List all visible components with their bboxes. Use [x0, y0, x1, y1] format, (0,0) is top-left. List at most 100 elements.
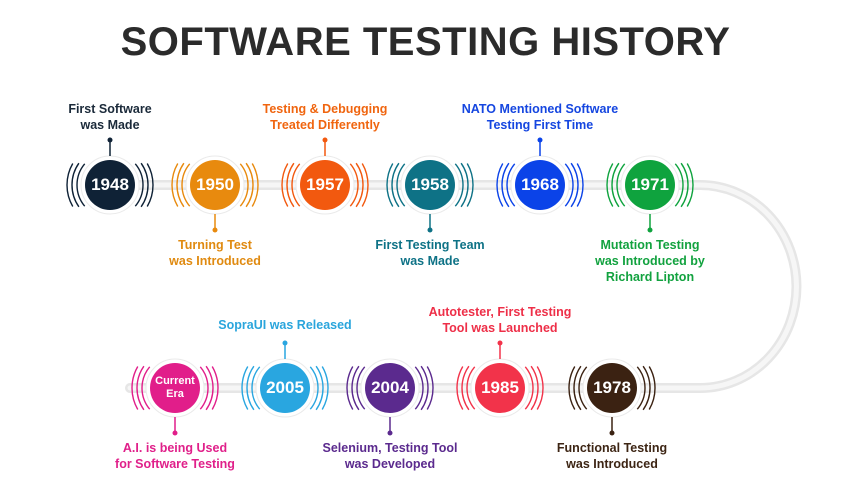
ring-arc	[241, 366, 249, 410]
ring-arc	[396, 163, 406, 207]
ring-arc	[420, 365, 429, 411]
event-label-line: NATO Mentioned Software	[461, 102, 619, 116]
ring-arc	[616, 163, 626, 207]
ring-arc	[454, 163, 464, 207]
ring-arc	[351, 365, 360, 411]
node-disc	[150, 363, 200, 413]
event-label-line: First Software	[68, 102, 152, 116]
node-disc	[587, 363, 637, 413]
event-label-line: Treated Differently	[270, 118, 380, 132]
ring-arc	[611, 162, 620, 208]
timeline-node-2004: 2004	[340, 338, 440, 438]
ring-arc	[76, 163, 86, 207]
ring-arc	[246, 365, 255, 411]
ring-arc	[134, 163, 144, 207]
connector-dot	[537, 137, 543, 143]
ring-arc	[536, 366, 544, 410]
node-year: Current Era	[155, 375, 195, 400]
page-title: SOFTWARE TESTING HISTORY	[120, 20, 731, 64]
connector-dot	[107, 137, 113, 143]
ring-arc	[356, 366, 366, 410]
node-circle	[568, 358, 656, 436]
ring-arc	[140, 162, 149, 208]
ring-arc	[501, 162, 510, 208]
ring-arc	[461, 365, 470, 411]
ring-arc	[530, 365, 539, 411]
event-label-line: was Made	[80, 118, 140, 132]
node-circle	[66, 137, 154, 215]
ring-arc	[564, 163, 574, 207]
event-label-line: for Software Testing	[115, 457, 235, 471]
connector-dot	[322, 137, 328, 143]
node-circle	[606, 155, 694, 233]
ring-arc	[346, 366, 354, 410]
ring-arc	[573, 365, 582, 411]
ring-arc	[414, 366, 424, 410]
node-circle	[281, 137, 369, 215]
node-disc	[190, 160, 240, 210]
connector-dot	[609, 430, 615, 436]
event-label: First Software was Made	[20, 101, 200, 133]
node-circle	[386, 155, 474, 233]
ring-arc	[648, 366, 656, 410]
event-label-line: Functional Testing	[556, 441, 668, 455]
timeline-node-1978: 1978	[562, 338, 662, 438]
node-circle	[131, 358, 219, 436]
event-label-line: was Made	[400, 254, 460, 268]
ring-arc	[176, 162, 185, 208]
node-year: 2005	[266, 378, 304, 397]
ring-arc	[239, 163, 249, 207]
ring-arc	[286, 162, 295, 208]
ring-arc	[466, 366, 476, 410]
ring-arc	[391, 162, 400, 208]
ring-arc	[171, 163, 179, 207]
node-year: 2004	[371, 378, 409, 397]
event-label-line: Tool was Launched	[442, 321, 558, 335]
ring-arc	[251, 163, 259, 207]
event-label-line: Testing First Time	[486, 118, 594, 132]
event-label-line: was Developed	[344, 457, 436, 471]
ring-arc	[199, 366, 209, 410]
ring-arc	[568, 366, 576, 410]
event-label-line: Turning Test	[178, 238, 252, 252]
ring-arc	[141, 366, 151, 410]
ring-arc	[245, 162, 254, 208]
event-label-line: Autotester, First Testing	[428, 305, 572, 319]
timeline-node-1957: 1957	[275, 135, 375, 235]
timeline-node-1985: 1985	[450, 338, 550, 438]
ring-arc	[496, 163, 504, 207]
ring-arc	[71, 162, 80, 208]
event-label: SopraUI was Released	[195, 317, 375, 333]
node-circle	[241, 340, 329, 418]
ring-arc	[181, 163, 191, 207]
node-year: 1985	[481, 378, 519, 397]
node-year: 1958	[411, 175, 449, 194]
node-circle	[456, 340, 544, 418]
connector-dot	[647, 227, 653, 233]
ring-arc	[309, 366, 319, 410]
node-disc	[300, 160, 350, 210]
ring-arc	[315, 365, 324, 411]
timeline-node-1950: 1950	[165, 135, 265, 235]
connector-dot	[282, 340, 288, 346]
connector-dot	[427, 227, 433, 233]
event-label-line: was Introduced	[169, 254, 261, 268]
ring-arc	[355, 162, 364, 208]
ring-arc	[460, 162, 469, 208]
node-circle	[496, 137, 584, 215]
ring-arc	[321, 366, 329, 410]
connector-dot	[172, 430, 178, 436]
ring-arc	[570, 162, 579, 208]
node-year: 1968	[521, 175, 559, 194]
ring-arc	[466, 163, 474, 207]
ring-arc	[576, 163, 584, 207]
ring-arc	[506, 163, 516, 207]
node-circle	[346, 358, 434, 436]
ring-arc	[291, 163, 301, 207]
event-label-line: Testing & Debugging	[262, 102, 388, 116]
ring-arc	[524, 366, 534, 410]
